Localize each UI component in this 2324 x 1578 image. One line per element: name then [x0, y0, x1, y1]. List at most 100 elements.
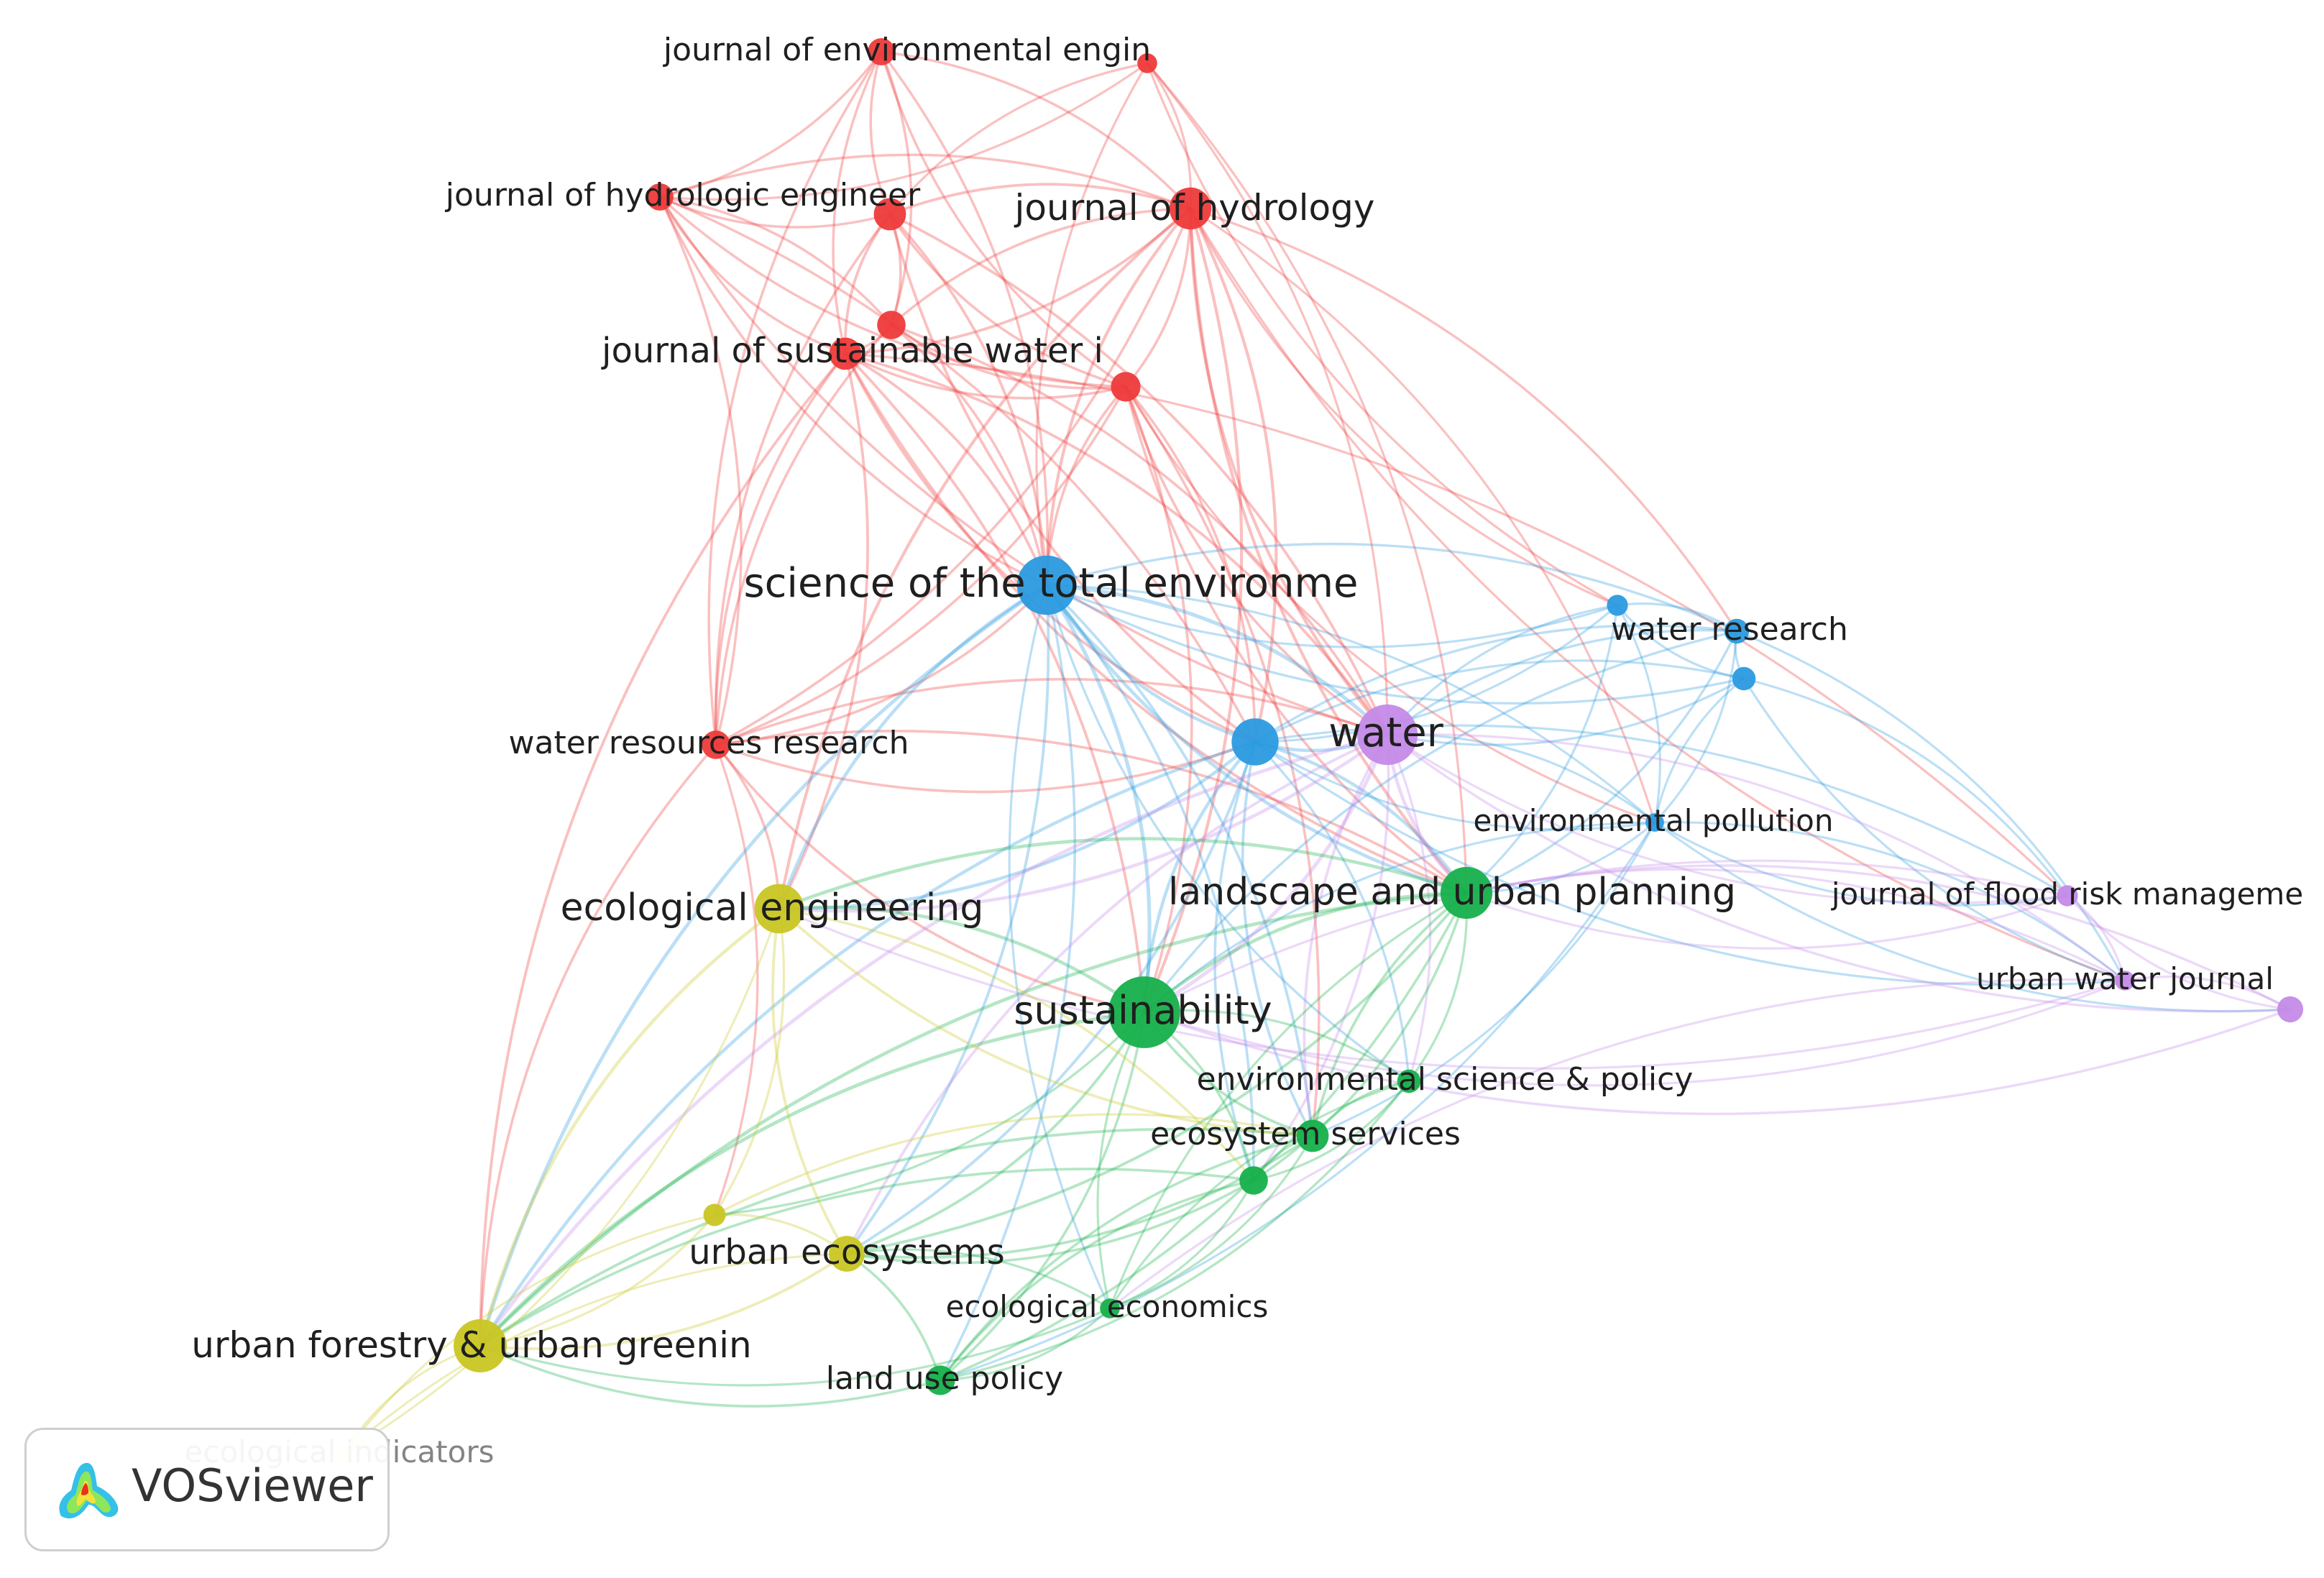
node-eceng[interactable] [754, 884, 804, 934]
node-lup[interactable] [1440, 866, 1493, 919]
node-es[interactable] [1296, 1119, 1329, 1152]
node-label-ep[interactable]: environmental pollution [1473, 803, 1833, 838]
link-blue_b-wr [1617, 602, 1737, 633]
link-wrr-blue_a [715, 740, 1256, 794]
link-red_b-blue_a [888, 214, 1257, 743]
link-jhe-red_b [659, 196, 891, 229]
node-label-wr[interactable]: water research [1611, 611, 1848, 648]
link-jh-uwj [1189, 208, 2126, 982]
link-wr-ep [1653, 630, 1738, 824]
link-jh-eceng [777, 207, 1192, 909]
node-jh[interactable] [1169, 187, 1212, 230]
node-sust[interactable] [1108, 976, 1180, 1048]
node-red_c[interactable] [877, 311, 906, 339]
node-label-lupol[interactable]: land use policy [826, 1360, 1063, 1397]
node-label-lup[interactable]: landscape and urban planning [1168, 871, 1736, 914]
node-uf[interactable] [454, 1319, 507, 1372]
node-ep[interactable] [1645, 813, 1664, 832]
link-uwj-sust [1144, 979, 2126, 1087]
link-yel_a-es [714, 1113, 1313, 1216]
link-red_b-wrr [714, 213, 891, 746]
node-wr[interactable] [1724, 618, 1750, 644]
link-jee-jhe [659, 50, 883, 198]
node-label-wrr[interactable]: water resources research [509, 725, 909, 761]
node-esp[interactable] [1397, 1069, 1421, 1093]
link-uecos-ei [343, 1252, 848, 1455]
link-red_b-jh [889, 183, 1191, 216]
node-purp_a[interactable] [2277, 996, 2304, 1023]
link-blue_b-blue_c [1616, 604, 1745, 680]
node-ee[interactable] [1100, 1298, 1120, 1318]
link-blue_a-ep [1254, 740, 1655, 831]
link-uwj-purp_a [2124, 975, 2291, 1011]
link-blue_c-water [1387, 677, 1745, 746]
node-label-water[interactable]: water [1328, 710, 1444, 756]
node-red_d[interactable] [1111, 372, 1141, 402]
node-label-ee[interactable]: ecological economics [946, 1289, 1269, 1324]
link-red_b-red_d [888, 213, 1126, 388]
link-blue_a-green_a [1213, 741, 1257, 1181]
link-lup-green_a [1253, 892, 1468, 1182]
node-label-uwj[interactable]: urban water journal [1976, 961, 2274, 996]
node-label-jhe[interactable]: journal of hydrologic engineer [445, 177, 921, 214]
node-uecos[interactable] [829, 1236, 865, 1272]
link-uwj-lup [1466, 868, 2126, 982]
link-jh-wrr [715, 208, 1192, 746]
node-stoten[interactable] [1016, 555, 1077, 615]
node-label-uecos[interactable]: urban ecosystems [689, 1232, 1005, 1272]
node-label-jswi[interactable]: journal of sustainable water i [601, 331, 1103, 371]
node-label-jh[interactable]: journal of hydrology [1014, 187, 1375, 229]
link-lup-esp [1407, 892, 1469, 1082]
node-label-eceng[interactable]: ecological engineering [561, 886, 984, 930]
node-red_b[interactable] [873, 198, 906, 231]
link-lup-uecos [846, 891, 1468, 1255]
link-purp_a-sust [1144, 1008, 2291, 1116]
node-label-stoten[interactable]: science of the total environme [743, 560, 1358, 607]
node-label-esp[interactable]: environmental science & policy [1197, 1061, 1694, 1098]
link-jh-water [1188, 208, 1389, 736]
node-jswi[interactable] [829, 337, 862, 370]
link-sust-esp [1144, 1009, 1410, 1083]
node-jhe[interactable] [646, 183, 674, 211]
node-label-jfrm[interactable]: journal of flood risk manageme [1831, 876, 2303, 912]
link-water-uwj [1387, 733, 2126, 982]
link-sust-uf [479, 1010, 1145, 1347]
node-label-sust[interactable]: sustainability [1014, 988, 1272, 1033]
link-red_a-blue_b [1146, 63, 1618, 607]
link-blue_c-jfrm [1743, 677, 2069, 896]
link-uwj-eceng [779, 907, 2126, 1070]
link-esp-lupol [940, 1080, 1410, 1382]
link-water-uf [479, 733, 1388, 1347]
link-red_d-water [1124, 386, 1388, 736]
node-blue_a[interactable] [1231, 718, 1279, 766]
link-red_c-stoten [890, 324, 1048, 586]
node-uwj[interactable] [2115, 971, 2135, 991]
link-ep-jfrm [1654, 821, 2068, 907]
node-lupol[interactable] [925, 1365, 955, 1395]
link-blue_a-uf [479, 740, 1256, 1347]
link-yel_a-ei [342, 1214, 715, 1454]
link-ee-lupol [940, 1307, 1111, 1382]
node-red_a[interactable] [1137, 53, 1157, 73]
node-blue_c[interactable] [1732, 666, 1756, 691]
node-green_a[interactable] [1239, 1166, 1268, 1195]
link-ep-lup [1466, 821, 1656, 894]
node-wrr[interactable] [702, 730, 730, 759]
link-stoten-esp [1045, 584, 1410, 1083]
node-jee[interactable] [868, 38, 895, 65]
link-esp-ee [1108, 1080, 1410, 1309]
node-yel_a[interactable] [703, 1203, 726, 1226]
link-ep-water [1387, 733, 1655, 824]
node-water[interactable] [1356, 704, 1418, 766]
link-lup-sust [1143, 891, 1467, 1014]
link-stoten-blue_a [1045, 584, 1256, 744]
link-sust-yel_a [714, 1011, 1146, 1216]
node-label-jee[interactable]: journal of environmental engin [663, 32, 1151, 68]
link-jswi-jfrm [845, 352, 2069, 897]
node-blue_b[interactable] [1607, 595, 1628, 616]
link-sust-uecos [846, 1011, 1146, 1255]
node-label-es[interactable]: ecosystem services [1150, 1116, 1461, 1152]
link-jswi-eceng [778, 353, 869, 909]
node-jfrm[interactable] [2057, 885, 2078, 907]
node-label-uf[interactable]: urban forestry & urban greenin [191, 1324, 751, 1366]
